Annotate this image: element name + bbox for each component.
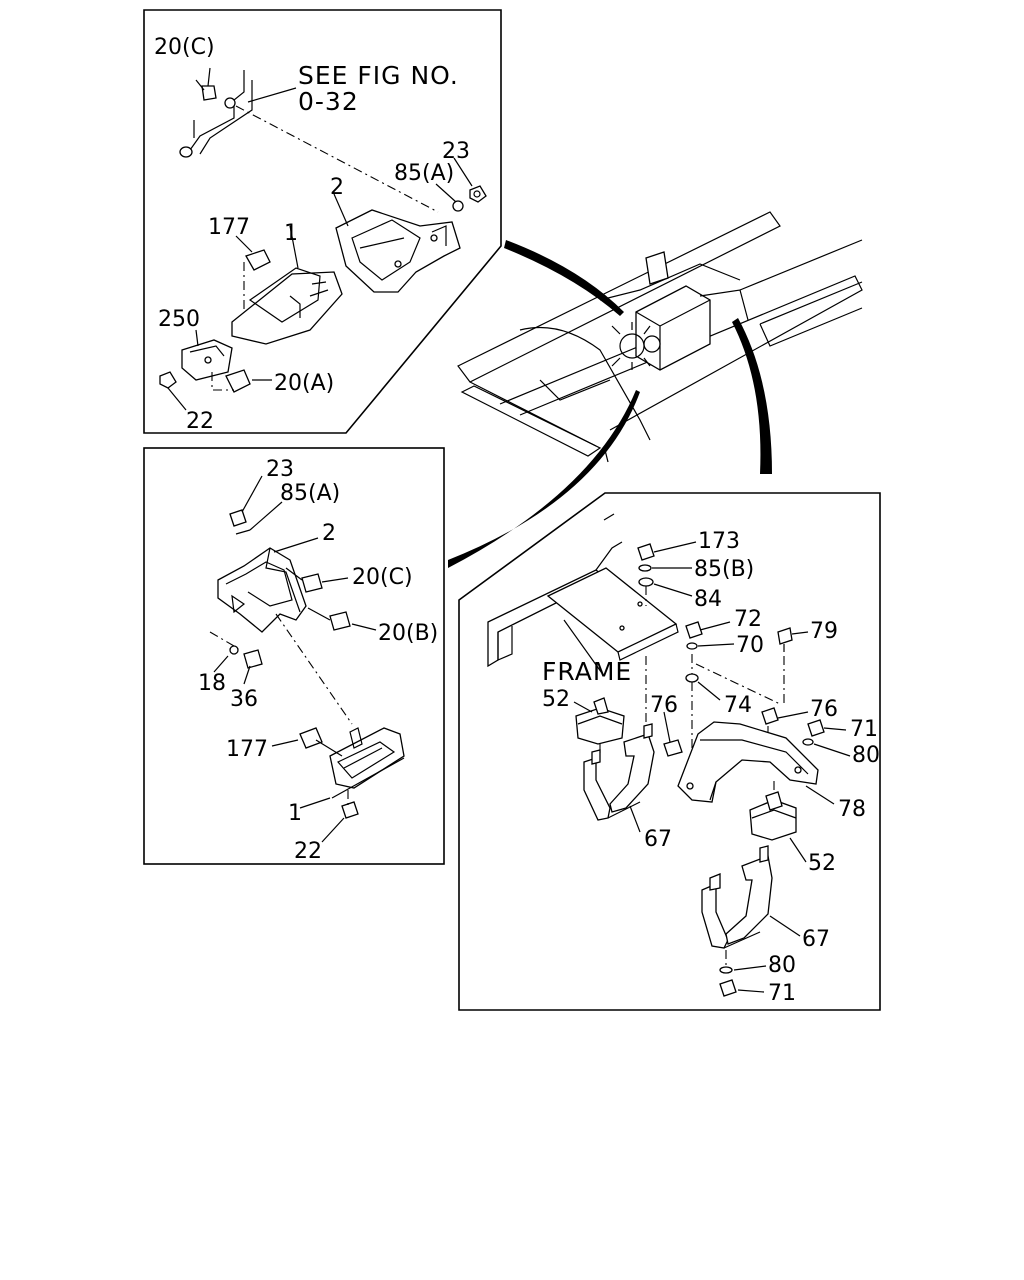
panel-bottom-left: 23 85(A) 2 20(C) 20(B) 18 36 177 1 22	[143, 447, 445, 865]
callout-70: 70	[736, 633, 764, 658]
callout-71-upper: 71	[850, 717, 878, 742]
callout-72: 72	[734, 607, 762, 632]
callout-250: 250	[158, 307, 200, 332]
callout-76-left: 76	[650, 693, 678, 718]
callout-2: 2	[322, 521, 336, 546]
callout-80-upper: 80	[852, 743, 880, 768]
callout-fig-number: 0-32	[298, 87, 359, 116]
callout-20c: 20(C)	[352, 565, 413, 590]
callout-23: 23	[442, 139, 470, 164]
callout-71-lower: 71	[768, 981, 796, 1006]
callout-frame: FRAME	[542, 657, 632, 686]
callout-18: 18	[198, 671, 226, 696]
callout-80-lower: 80	[768, 953, 796, 978]
callout-85a: 85(A)	[280, 481, 340, 506]
callout-177: 177	[208, 215, 250, 240]
callout-67-lower: 67	[802, 927, 830, 952]
callout-85a: 85(A)	[394, 161, 454, 186]
callout-1: 1	[284, 221, 298, 246]
callout-22: 22	[186, 409, 214, 434]
callout-85b: 85(B)	[694, 557, 754, 582]
callout-22: 22	[294, 839, 322, 864]
callout-20b: 20(B)	[378, 621, 438, 646]
callout-173: 173	[698, 529, 740, 554]
connector-arc-top	[504, 240, 624, 316]
callout-36: 36	[230, 687, 258, 712]
callout-79: 79	[810, 619, 838, 644]
callout-see-fig: SEE FIG NO.	[298, 61, 459, 90]
callout-74: 74	[724, 693, 752, 718]
callout-67-upper: 67	[644, 827, 672, 852]
callout-20a: 20(A)	[274, 371, 334, 396]
panel-top-left: 20(C) SEE FIG NO. 0-32 23 85(A) 2 177 1 …	[143, 9, 502, 434]
callout-20c: 20(C)	[154, 35, 215, 60]
callout-1: 1	[288, 801, 302, 826]
panel-right: 173 85(B) 84 72 70 79 FRAME 74 52 76 76 …	[458, 492, 881, 1011]
callout-76-right: 76	[810, 697, 838, 722]
callout-78: 78	[838, 797, 866, 822]
callout-52-lower: 52	[808, 851, 836, 876]
callout-84: 84	[694, 587, 722, 612]
callout-52-upper: 52	[542, 687, 570, 712]
connector-arc-right	[732, 318, 772, 474]
callout-23: 23	[266, 457, 294, 482]
chassis-overview	[457, 211, 863, 463]
callout-177: 177	[226, 737, 268, 762]
callout-2: 2	[330, 175, 344, 200]
